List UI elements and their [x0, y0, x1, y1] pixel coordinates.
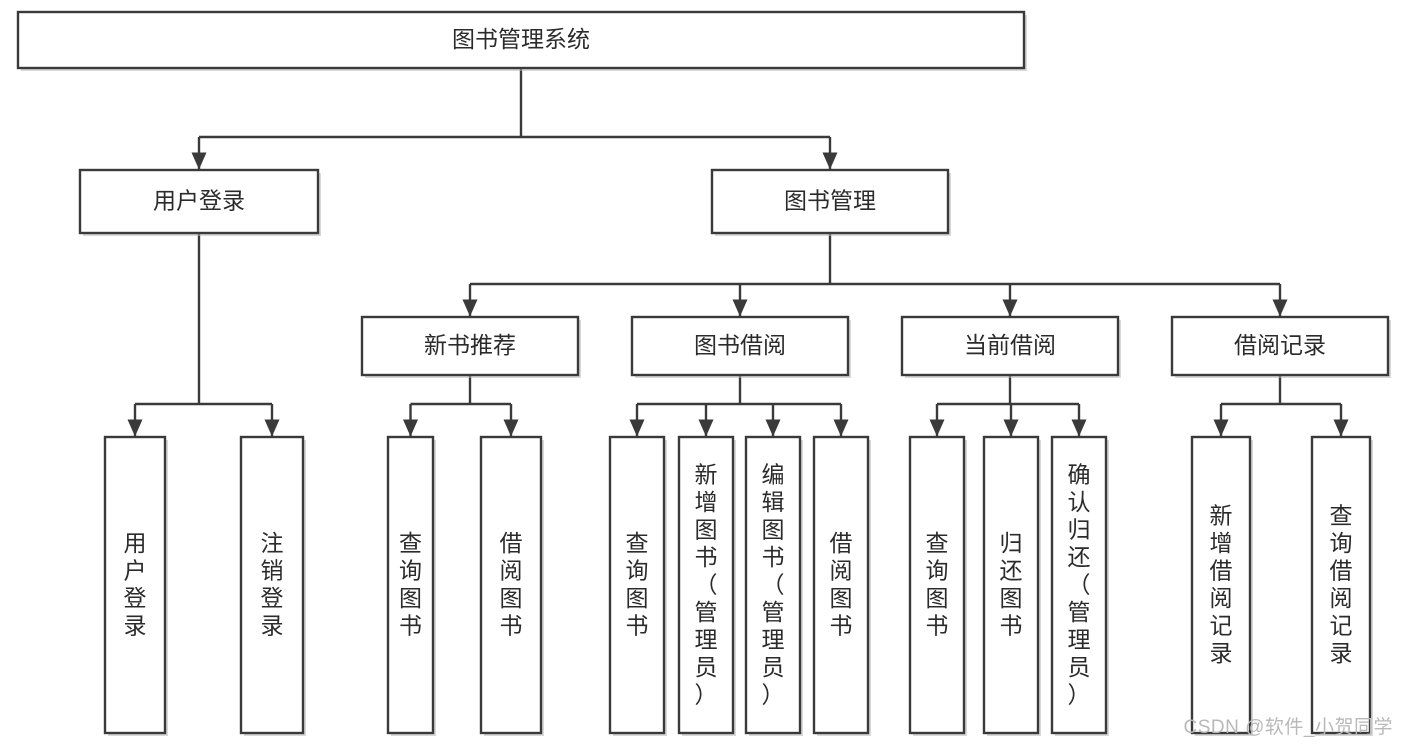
- node-box[interactable]: [710, 168, 950, 235]
- watermark-text: CSDN @软件_小贺同学: [1183, 717, 1393, 738]
- node-label: 借阅图书: [830, 530, 853, 639]
- node-label: 新增借阅记录: [1210, 503, 1233, 667]
- node-login[interactable]: 用户登录: [78, 168, 321, 236]
- arrow-head-icon: [1071, 419, 1087, 437]
- node-leaf-add-record[interactable]: 新增借阅记录: [1190, 435, 1253, 736]
- arrow-head-icon: [929, 419, 945, 437]
- node-leaf-borrow-book-2[interactable]: 借阅图书: [812, 435, 871, 736]
- node-box[interactable]: [630, 315, 850, 377]
- node-box[interactable]: [677, 435, 735, 735]
- node-leaf-logout[interactable]: 注销登录: [239, 435, 306, 736]
- node-label: 归还图书: [1000, 530, 1023, 639]
- node-box[interactable]: [1050, 435, 1108, 735]
- node-box[interactable]: [16, 10, 1026, 70]
- arrow-head-icon: [1213, 419, 1229, 437]
- node-leaf-borrow-book-1[interactable]: 借阅图书: [479, 435, 544, 736]
- connector-group-root: [191, 68, 838, 170]
- node-box[interactable]: [982, 435, 1040, 735]
- arrow-head-icon: [403, 419, 418, 437]
- node-label: 查询图书: [626, 530, 649, 639]
- node-box[interactable]: [812, 435, 870, 735]
- node-label: 新增图书（管理员）: [695, 461, 718, 707]
- arrow-head-icon: [698, 419, 714, 437]
- arrow-head-icon: [127, 419, 143, 437]
- arrow-head-icon: [1003, 419, 1019, 437]
- node-borrow[interactable]: 图书借阅: [630, 315, 851, 378]
- node-label: 查询借阅记录: [1330, 503, 1353, 667]
- node-label: 查询图书: [926, 530, 949, 639]
- connector-group-login: [127, 233, 280, 437]
- connector-group-current: [929, 375, 1087, 437]
- node-box[interactable]: [1310, 435, 1372, 735]
- node-leaf-query-book-1[interactable]: 查询图书: [386, 435, 436, 736]
- node-label: 编辑图书（管理员）: [762, 461, 785, 707]
- node-label: 借阅记录: [1234, 332, 1326, 358]
- node-box[interactable]: [1190, 435, 1252, 735]
- node-leaf-add-book[interactable]: 新增图书（管理员）: [677, 435, 736, 736]
- node-box[interactable]: [78, 168, 320, 235]
- node-records[interactable]: 借阅记录: [1170, 315, 1391, 378]
- node-leaf-query-record[interactable]: 查询借阅记录: [1310, 435, 1373, 736]
- node-newbook[interactable]: 新书推荐: [360, 315, 581, 378]
- node-label: 用户登录: [153, 188, 245, 214]
- node-box[interactable]: [908, 435, 966, 735]
- connector-group-bookmgmt: [462, 233, 1288, 317]
- node-root[interactable]: 图书管理系统: [16, 10, 1027, 71]
- node-current[interactable]: 当前借阅: [900, 315, 1121, 378]
- node-label: 用户登录: [124, 530, 147, 639]
- arrow-head-icon: [833, 419, 849, 437]
- node-box[interactable]: [360, 315, 580, 377]
- node-layer: 图书管理系统用户登录图书管理新书推荐图书借阅当前借阅借阅记录用户登录注销登录查询…: [16, 10, 1391, 736]
- node-box[interactable]: [103, 435, 167, 735]
- node-label: 注销登录: [261, 530, 284, 639]
- node-box[interactable]: [608, 435, 666, 735]
- arrow-head-icon: [191, 152, 207, 170]
- arrow-head-icon: [462, 299, 478, 317]
- arrow-head-icon: [503, 419, 519, 437]
- arrow-head-icon: [264, 419, 280, 437]
- node-bookmgmt[interactable]: 图书管理: [710, 168, 951, 236]
- node-label: 新书推荐: [424, 332, 516, 358]
- connector-group-records: [1213, 375, 1349, 437]
- arrow-head-icon: [732, 299, 748, 317]
- arrow-head-icon: [629, 419, 645, 437]
- node-label: 图书管理: [784, 188, 876, 214]
- node-box[interactable]: [386, 435, 435, 735]
- node-box[interactable]: [479, 435, 543, 735]
- node-box[interactable]: [239, 435, 305, 735]
- node-box[interactable]: [744, 435, 802, 735]
- node-label: 借阅图书: [500, 530, 523, 639]
- node-leaf-query-book-3[interactable]: 查询图书: [908, 435, 967, 736]
- node-leaf-query-book-2[interactable]: 查询图书: [608, 435, 667, 736]
- node-label: 查询图书: [399, 530, 422, 639]
- connector-layer: [127, 68, 1349, 437]
- node-label: 当前借阅: [964, 332, 1056, 358]
- node-leaf-return-book[interactable]: 归还图书: [982, 435, 1041, 736]
- node-label: 确认归还（管理员）: [1068, 461, 1091, 707]
- node-box[interactable]: [900, 315, 1120, 377]
- node-leaf-user-login[interactable]: 用户登录: [103, 435, 168, 736]
- node-leaf-confirm-return[interactable]: 确认归还（管理员）: [1050, 435, 1109, 736]
- node-label: 图书借阅: [694, 332, 786, 358]
- arrow-head-icon: [765, 419, 781, 437]
- arrow-head-icon: [1002, 299, 1018, 317]
- arrow-head-icon: [1272, 299, 1288, 317]
- connector-group-newbook: [403, 375, 519, 437]
- arrow-head-icon: [1333, 419, 1349, 437]
- node-label: 图书管理系统: [452, 26, 590, 52]
- node-box[interactable]: [1170, 315, 1390, 377]
- connector-group-borrow: [629, 375, 849, 437]
- node-leaf-edit-book[interactable]: 编辑图书（管理员）: [744, 435, 803, 736]
- arrow-head-icon: [822, 152, 838, 170]
